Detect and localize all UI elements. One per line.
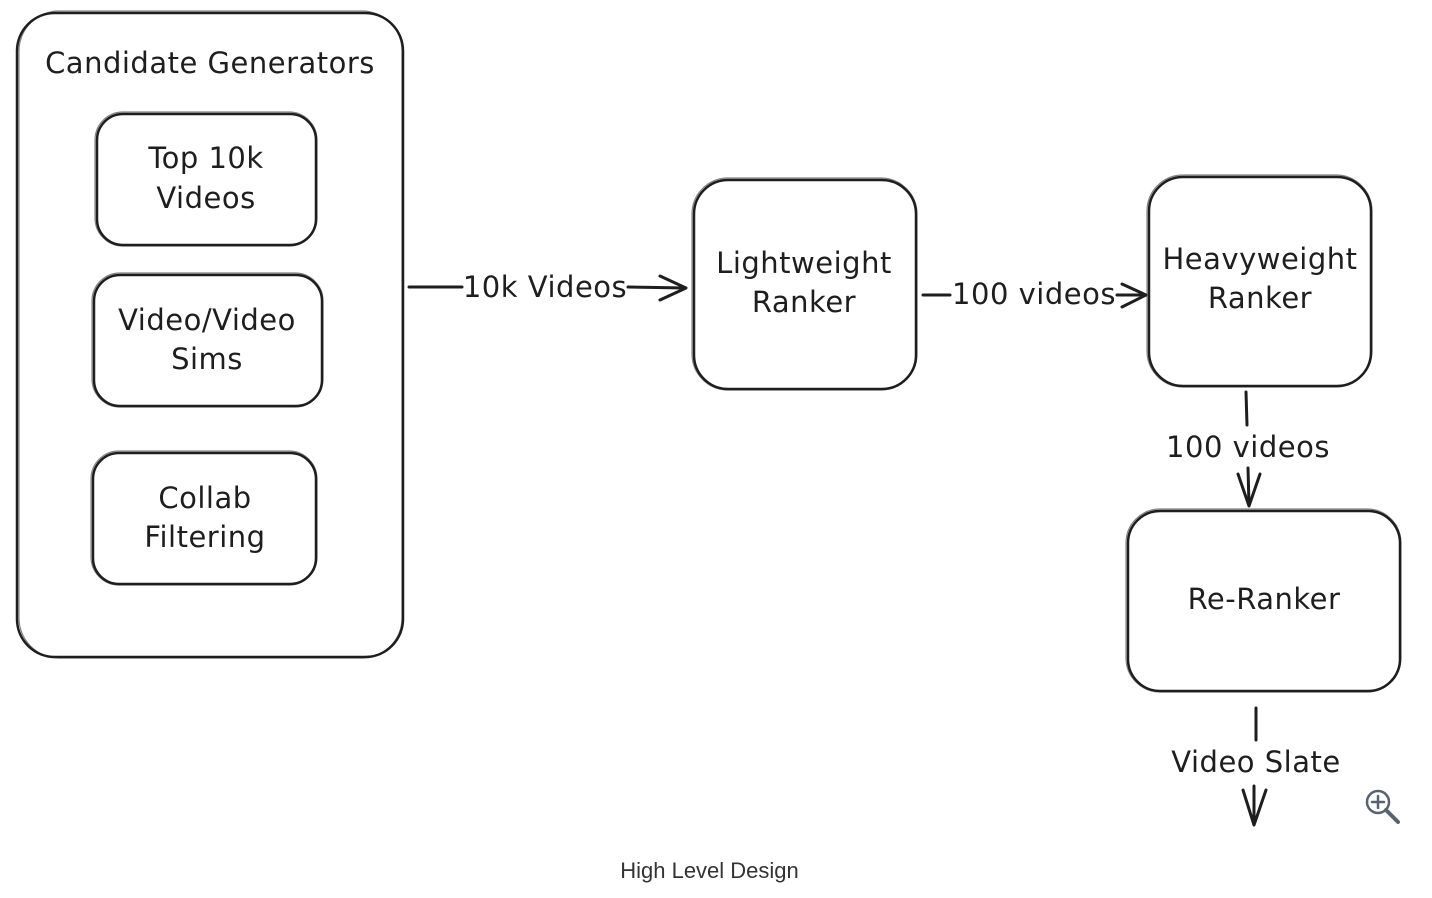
generator-top-10k-line1: Top 10k bbox=[147, 141, 263, 175]
node-lightweight-ranker: Lightweight Ranker bbox=[691, 177, 918, 391]
node-lightweight-ranker-line2: Ranker bbox=[752, 285, 856, 319]
generator-video-sims-line1: Video/Video bbox=[118, 303, 296, 337]
figure-caption: High Level Design bbox=[620, 858, 799, 883]
edge-heavyweight-to-reranker: 100 videos bbox=[1166, 390, 1330, 508]
node-lightweight-ranker-line1: Lightweight bbox=[716, 246, 892, 280]
edge-candidates-to-lightweight-line-end bbox=[626, 285, 687, 290]
edge-candidates-to-lightweight-label: 10k Videos bbox=[463, 270, 627, 304]
edge-reranker-output: Video Slate bbox=[1171, 706, 1340, 827]
candidate-generators-border bbox=[15, 11, 405, 659]
edge-heavyweight-to-reranker-label: 100 videos bbox=[1166, 430, 1330, 464]
node-re-ranker-label: Re-Ranker bbox=[1188, 582, 1341, 616]
generator-top-10k-box bbox=[95, 112, 318, 247]
zoom-in-button[interactable] bbox=[1362, 786, 1404, 828]
arrowhead-icon bbox=[1120, 282, 1148, 309]
node-re-ranker-box bbox=[1126, 509, 1402, 693]
node-heavyweight-ranker-line2: Ranker bbox=[1208, 281, 1312, 315]
candidate-generators-sketch-border bbox=[18, 10, 403, 659]
generator-top-10k-line2: Videos bbox=[156, 181, 255, 215]
edge-heavyweight-to-reranker-line-end bbox=[1246, 466, 1251, 507]
candidate-generators-group: Candidate Generators Top 10k Videos Vide… bbox=[15, 10, 405, 659]
generator-video-sims-box bbox=[92, 273, 324, 408]
generator-collab-filtering-line1: Collab bbox=[158, 481, 251, 515]
generator-top-10k: Top 10k Videos bbox=[94, 111, 318, 247]
zoom-in-icon bbox=[1365, 789, 1400, 824]
generator-video-sims: Video/Video Sims bbox=[91, 272, 324, 408]
edge-reranker-output-label: Video Slate bbox=[1171, 745, 1340, 779]
node-lightweight-ranker-box bbox=[692, 178, 918, 391]
node-re-ranker: Re-Ranker bbox=[1125, 508, 1402, 693]
generator-collab-filtering-box bbox=[91, 451, 318, 586]
generator-collab-filtering: Collab Filtering bbox=[90, 450, 318, 586]
edge-candidates-to-lightweight: 10k Videos bbox=[407, 270, 688, 304]
arrowhead-icon bbox=[1236, 472, 1262, 508]
arrowhead-icon bbox=[658, 274, 688, 302]
arrowhead-icon bbox=[1241, 788, 1268, 827]
edge-heavyweight-to-reranker-line-start bbox=[1244, 390, 1249, 427]
node-heavyweight-ranker: Heavyweight Ranker bbox=[1146, 174, 1373, 388]
generator-video-sims-line2: Sims bbox=[171, 342, 243, 376]
node-heavyweight-ranker-line1: Heavyweight bbox=[1162, 242, 1357, 276]
edge-lightweight-to-heavyweight: 100 videos bbox=[921, 277, 1148, 311]
candidate-generators-title: Candidate Generators bbox=[45, 46, 375, 80]
edge-lightweight-to-heavyweight-label: 100 videos bbox=[952, 277, 1116, 311]
node-heavyweight-ranker-box bbox=[1147, 175, 1373, 388]
generator-collab-filtering-line2: Filtering bbox=[144, 520, 265, 554]
